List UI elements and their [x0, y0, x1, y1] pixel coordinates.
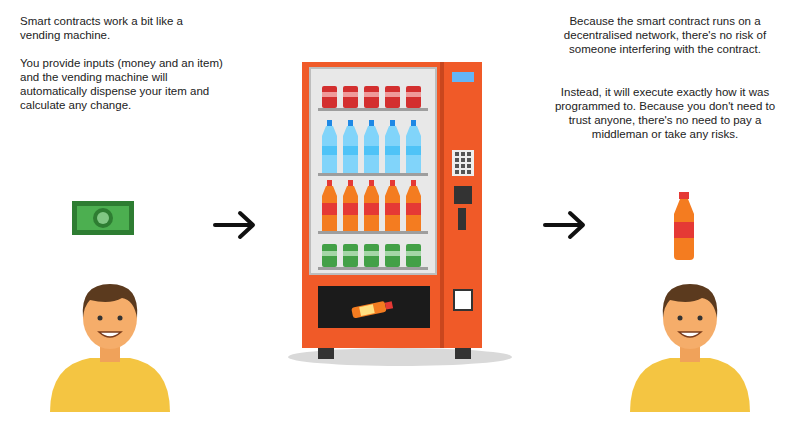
vending-machine — [288, 62, 512, 366]
person — [630, 284, 750, 412]
note-text: Because the smart contract runs on a dec… — [545, 14, 785, 56]
bottle — [674, 192, 694, 260]
note-text: Smart contracts work a bit like a vendin… — [20, 14, 225, 42]
note-text: Instead, it will execute exactly how it … — [545, 85, 785, 141]
banknote — [72, 201, 134, 235]
person — [50, 284, 170, 412]
note-text: You provide inputs (money and an item) a… — [20, 56, 225, 112]
